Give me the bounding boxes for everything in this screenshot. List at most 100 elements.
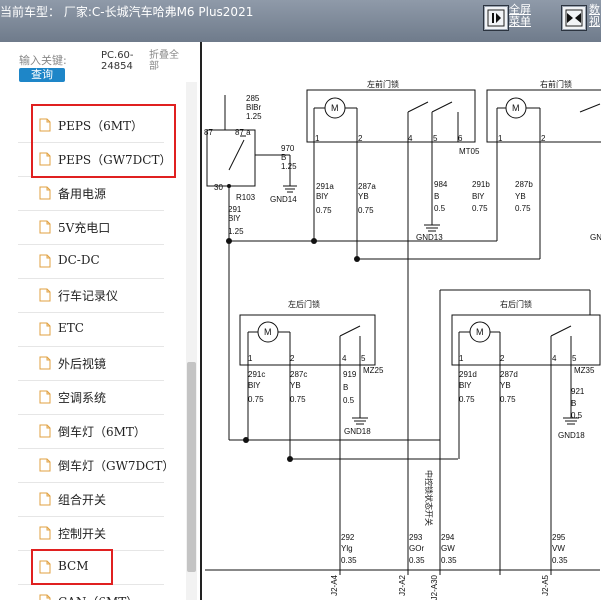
data-view-link[interactable]: 数 视 xyxy=(589,4,600,28)
bw2-pin: 294 xyxy=(441,533,455,542)
front-left-lock-title: 左前门锁 xyxy=(367,79,399,89)
wiring-list-item-label: 组合开关 xyxy=(58,493,107,507)
document-icon xyxy=(39,152,51,166)
front-right-lock-title: 右前门锁 xyxy=(540,79,572,89)
fr-gnd-partial: GN xyxy=(590,233,601,242)
highlight-box-peps xyxy=(31,104,176,178)
rr-pin-4: 4 xyxy=(552,354,557,363)
fl-w2-color: YB xyxy=(358,192,369,201)
rl-gnd-label: GND18 xyxy=(344,427,371,436)
rl-w1-size: 0.75 xyxy=(248,395,264,404)
wiring-list-item[interactable]: 倒车灯（6MT） xyxy=(18,414,164,449)
wiring-list-item[interactable]: 控制开关 xyxy=(18,516,164,551)
document-icon xyxy=(39,356,51,370)
bw2-color: GW xyxy=(441,544,455,553)
scrollbar-track[interactable] xyxy=(186,82,197,600)
wiring-list-item-label: CAN（6MT） xyxy=(58,593,138,600)
sidebar: 输入关键: 查询 PC.60- 24854 折叠全 部 PEPS（6MT）PEP… xyxy=(0,42,202,600)
data-view-button[interactable] xyxy=(561,5,587,31)
fl-w5-pin: 984 xyxy=(434,180,448,189)
fl-w1-size: 0.75 xyxy=(316,206,332,215)
bw3-size: 0.35 xyxy=(552,556,568,565)
rl-w1-color: BlY xyxy=(248,381,261,390)
wiring-list-item[interactable]: 备用电源 xyxy=(18,176,164,211)
rl-w5-size: 0.5 xyxy=(343,396,355,405)
relay-pin-30: 30 xyxy=(214,183,223,192)
rr-w2-pin: 287d xyxy=(500,370,518,379)
expand-icon xyxy=(487,9,505,27)
document-icon xyxy=(39,424,51,438)
fl-w1-color: BlY xyxy=(316,192,329,201)
rr-w2-size: 0.75 xyxy=(500,395,516,404)
rr-w1-size: 0.75 xyxy=(459,395,475,404)
rl-w2-color: YB xyxy=(290,381,301,390)
bw0-pin: 292 xyxy=(341,533,355,542)
rr-pin-1: 1 xyxy=(459,354,464,363)
gnd14-label: GND14 xyxy=(270,195,297,204)
fl-pin-4: 4 xyxy=(408,134,413,143)
document-icon xyxy=(39,594,51,600)
wiring-list-item-label: 倒车灯（6MT） xyxy=(58,425,146,439)
fullscreen-menu-link[interactable]: 全屏 菜单 xyxy=(509,4,531,28)
bw3-pin: 295 xyxy=(552,533,566,542)
document-icon xyxy=(39,322,51,336)
wiring-list-item[interactable]: 倒车灯（GW7DCT） xyxy=(18,448,174,483)
fullscreen-label-2: 菜单 xyxy=(509,15,531,28)
wiring-list-item[interactable]: 组合开关 xyxy=(18,482,164,517)
gnd13-label: GND13 xyxy=(416,233,443,242)
rr-connector: MZ35 xyxy=(574,366,595,375)
bw1-pin: 293 xyxy=(409,533,423,542)
wiring-list-item[interactable]: 外后视镜 xyxy=(18,346,164,381)
rr-w5-pin: 921 xyxy=(571,387,585,396)
data-view-label-1: 数 xyxy=(589,3,600,16)
wiring-list-item[interactable]: 行车记录仪 xyxy=(18,278,164,313)
central-lock-label: 中控锁状态开关 xyxy=(424,470,434,526)
circuit-svg: M M M M 285 BlBr 1.25 87 87 a 30 970 B 1… xyxy=(204,79,601,600)
relay-top-pin: 285 xyxy=(246,94,260,103)
wiring-list-item[interactable]: 5V充电口 xyxy=(18,210,164,245)
collapse-line1: 折叠全 xyxy=(149,50,179,61)
wiring-list-item[interactable]: CAN（6MT） xyxy=(18,584,164,600)
search-label: 输入关键: xyxy=(19,54,67,67)
fl-connector: MT05 xyxy=(459,147,480,156)
wiring-list-item[interactable]: ETC xyxy=(18,312,164,347)
car-model-title: 当前车型： 厂家:C-长城汽车哈弗M6 Plus2021 xyxy=(0,5,254,19)
fr-w1-color: BlY xyxy=(472,192,485,201)
bw0-color: Ylg xyxy=(341,544,353,553)
collapse-all-link[interactable]: 折叠全 部 xyxy=(149,50,179,72)
document-icon xyxy=(39,526,51,540)
search-button[interactable]: 查询 xyxy=(19,68,65,82)
wiring-list-item-label: PEPS（GW7DCT） xyxy=(58,153,172,167)
rl-w5-color: B xyxy=(343,383,348,392)
fr-pin-1: 1 xyxy=(498,134,503,143)
document-icon xyxy=(39,254,51,268)
fullscreen-label-1: 全屏 xyxy=(509,3,531,16)
wiring-list-item[interactable]: 空调系统 xyxy=(18,380,164,415)
fullscreen-button[interactable] xyxy=(483,5,509,31)
highlight-box-bcm xyxy=(31,549,113,585)
wiring-list-item-label: PEPS（6MT） xyxy=(58,119,144,133)
bw3-conn: J2-A5 xyxy=(541,574,550,595)
document-icon xyxy=(39,186,51,200)
rr-pin-2: 2 xyxy=(500,354,505,363)
document-icon xyxy=(39,390,51,404)
fl-w2-size: 0.75 xyxy=(358,206,374,215)
fr-pin-2: 2 xyxy=(541,134,546,143)
wiring-diagram: M M M M 285 BlBr 1.25 87 87 a 30 970 B 1… xyxy=(202,42,601,600)
collapse-icon xyxy=(565,9,583,27)
rl-pin-2: 2 xyxy=(290,354,295,363)
fl-w5-color: B xyxy=(434,192,439,201)
relay-top-size: 1.25 xyxy=(246,112,262,121)
rr-gnd-label: GND18 xyxy=(558,431,585,440)
scrollbar-thumb[interactable] xyxy=(187,362,196,572)
bw3-color: VW xyxy=(552,544,565,553)
relay-out-color: B xyxy=(281,153,286,162)
rear-left-motor-icon: M xyxy=(264,327,272,337)
wiring-list-item[interactable]: DC-DC xyxy=(18,244,164,279)
top-bar: 当前车型： 厂家:C-长城汽车哈弗M6 Plus2021 全屏 菜单 数 视 xyxy=(0,0,601,43)
bw1-size: 0.35 xyxy=(409,556,425,565)
bw0-conn: J2-A4 xyxy=(330,574,339,595)
wiring-list-item[interactable]: PEPS（6MT） xyxy=(18,108,164,143)
fl-w5-size: 0.5 xyxy=(434,204,446,213)
wiring-list-item-label: 行车记录仪 xyxy=(58,289,119,303)
